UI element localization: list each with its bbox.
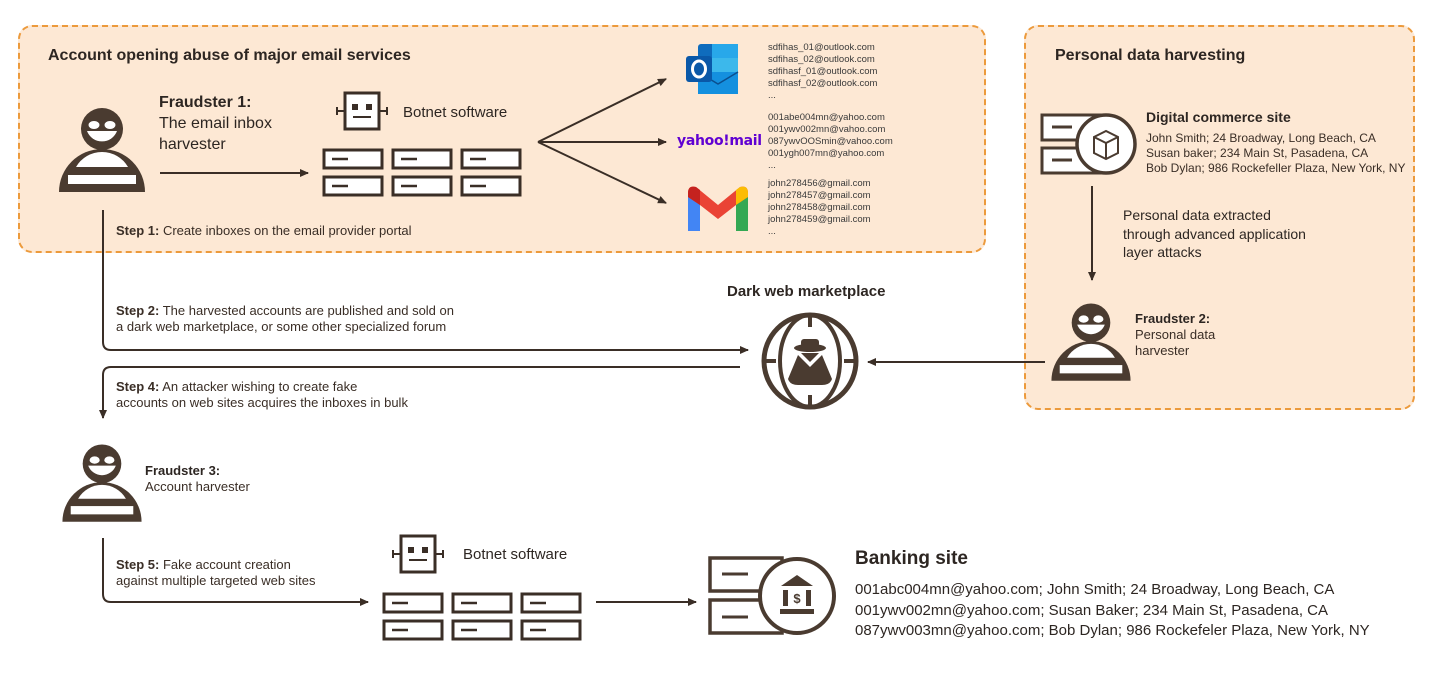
email-item: sdfihasf_01@outlook.com (768, 66, 878, 77)
yahoo-email-list: 001abe004mn@yahoo.com 001ywv002mn@vahoo.… (768, 112, 893, 172)
fraudster-2-desc-line1: Personal data (1135, 327, 1216, 342)
commerce-site-title: Digital commerce site (1146, 109, 1291, 125)
fraudster-3-icon (62, 444, 142, 522)
banking-record: 001abc004mn@yahoo.com; John Smith; 24 Br… (855, 581, 1335, 598)
dark-web-title: Dark web marketplace (727, 283, 886, 300)
banking-site-title: Banking site (855, 548, 968, 569)
banking-record: 087ywv003mn@yahoo.com; Bob Dylan; 986 Ro… (855, 622, 1370, 639)
outlook-email-list: sdfihas_01@outlook.com sdfihas_02@outloo… (768, 42, 877, 102)
step-2-text-line2: a dark web marketplace, or some other sp… (116, 319, 447, 334)
banking-records: 001abc004mn@yahoo.com; John Smith; 24 Br… (855, 580, 1370, 642)
commerce-record: Bob Dylan; 986 Rockefeller Plaza, New Yo… (1146, 161, 1406, 175)
commerce-records: John Smith; 24 Broadway, Long Beach, CA … (1146, 131, 1405, 176)
email-item-ellipsis: ... (768, 226, 776, 237)
personal-data-panel-title: Personal data harvesting (1055, 47, 1246, 64)
bank-server-icon: $ (708, 556, 836, 635)
fraudster-1-desc-line2: harvester (159, 136, 226, 153)
step-5: Step 5: Fake account creation against mu… (116, 557, 315, 589)
extraction-note: Personal data extracted through advanced… (1123, 206, 1306, 262)
step-1: Step 1: Create inboxes on the email prov… (116, 223, 412, 239)
email-item-ellipsis: ... (768, 160, 776, 171)
step-1-text: Create inboxes on the email provider por… (162, 223, 412, 238)
email-item: john278456@gmail.com (768, 178, 871, 189)
fraudster-3-desc-line1: Account harvester (145, 479, 250, 494)
step-1-label: Step 1: (116, 223, 160, 238)
email-item: sdfihas_01@outlook.com (768, 42, 875, 53)
spy-globe-icon (761, 312, 859, 410)
step-5-text-line2: against multiple targeted web sites (116, 573, 316, 588)
commerce-record: Susan baker; 234 Main St, Pasadena, CA (1146, 146, 1369, 160)
email-item: john278457@gmail.com (768, 190, 871, 201)
yahoo-mail-icon: yahoo!mail (677, 133, 762, 149)
step-4-label: Step 4: (116, 379, 160, 394)
fraudster-3-name: Fraudster 3: (145, 463, 221, 478)
email-item: john278459@gmail.com (768, 214, 871, 225)
step-2: Step 2: The harvested accounts are publi… (116, 303, 454, 335)
email-item: sdfihasf_02@outlook.com (768, 78, 878, 89)
email-item-ellipsis: ... (768, 90, 776, 101)
step-4-text-line2: accounts on web sites acquires the inbox… (116, 395, 408, 410)
step-2-text-line1: The harvested accounts are published and… (162, 303, 454, 318)
fraudster-2-name: Fraudster 2: (1135, 311, 1211, 326)
commerce-record: John Smith; 24 Broadway, Long Beach, CA (1146, 131, 1376, 145)
step-5-label: Step 5: (116, 557, 160, 572)
step-4: Step 4: An attacker wishing to create fa… (116, 379, 408, 411)
email-item: 001ywv002mn@vahoo.com (768, 124, 886, 135)
email-abuse-panel-title: Account opening abuse of major email ser… (48, 47, 411, 64)
step-5-text-line1: Fake account creation (162, 557, 291, 572)
extraction-line3: layer attacks (1123, 244, 1202, 260)
fraudster-1-desc-line1: The email inbox (159, 115, 272, 132)
server-rack-icon (384, 594, 580, 639)
svg-text:$: $ (793, 591, 801, 606)
step-4-text-line1: An attacker wishing to create fake (162, 379, 358, 394)
fraudster-2-desc-line2: harvester (1135, 343, 1190, 358)
email-item: 001ygh007mn@yahoo.com (768, 148, 885, 159)
email-item: john278458@gmail.com (768, 202, 871, 213)
email-item: 001abe004mn@yahoo.com (768, 112, 885, 123)
extraction-line1: Personal data extracted (1123, 207, 1271, 223)
gmail-email-list: john278456@gmail.com john278457@gmail.co… (768, 178, 871, 238)
extraction-line2: through advanced application (1123, 225, 1306, 242)
banking-record: 001ywv002mn@yahoo.com; Susan Baker; 234 … (855, 601, 1328, 619)
email-item: 087ywvOOSmin@vahoo.com (768, 136, 893, 147)
step-2-label: Step 2: (116, 303, 160, 318)
fraudster-2-text: Fraudster 2: Personal data harvester (1135, 311, 1215, 359)
botnet-label-2: Botnet software (463, 546, 568, 563)
fraudster-3-text: Fraudster 3: Account harvester (145, 463, 250, 495)
fraudster-1-name: Fraudster 1: (159, 94, 252, 111)
botnet-label: Botnet software (403, 104, 508, 121)
robot-icon (391, 534, 445, 574)
email-item: sdfihas_02@outlook.com (768, 54, 875, 65)
